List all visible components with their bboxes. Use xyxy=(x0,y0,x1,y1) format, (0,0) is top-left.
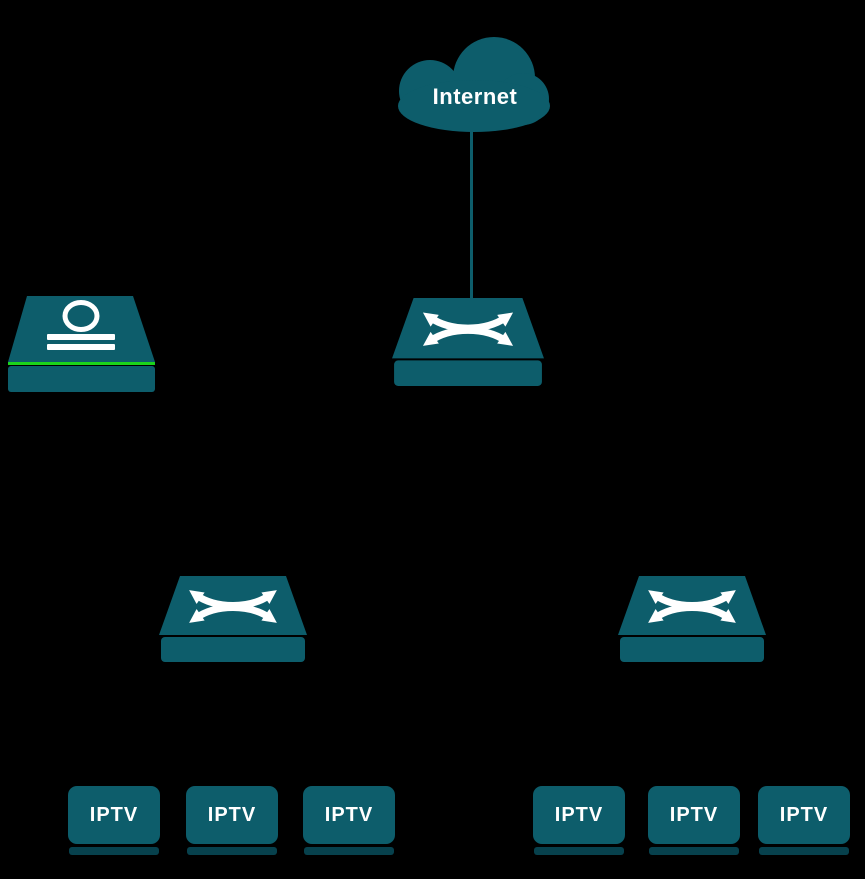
iptv-box: IPTV xyxy=(533,786,625,844)
server-status-line xyxy=(8,362,155,365)
iptv-label: IPTV xyxy=(554,803,604,826)
server-icon xyxy=(8,296,155,392)
iptv-stand xyxy=(759,847,849,855)
iptv-stand xyxy=(187,847,277,855)
iptv-box: IPTV xyxy=(758,786,850,844)
iptv-stand xyxy=(649,847,739,855)
access-switch-left-icon xyxy=(158,574,308,664)
iptv-box: IPTV xyxy=(303,786,395,844)
link-internet-core xyxy=(470,131,473,298)
iptv-label: IPTV xyxy=(779,803,829,826)
iptv-box: IPTV xyxy=(648,786,740,844)
access-switch-right-icon xyxy=(617,574,767,664)
iptv-label: IPTV xyxy=(207,803,257,826)
core-switch-icon xyxy=(391,296,545,388)
iptv-label: IPTV xyxy=(669,803,719,826)
iptv-stand xyxy=(304,847,394,855)
iptv-stand xyxy=(534,847,624,855)
iptv-stand xyxy=(69,847,159,855)
iptv-label: IPTV xyxy=(324,803,374,826)
iptv-label: IPTV xyxy=(89,803,139,826)
iptv-box: IPTV xyxy=(186,786,278,844)
iptv-box: IPTV xyxy=(68,786,160,844)
cloud-icon xyxy=(398,37,550,132)
internet-label: Internet xyxy=(432,84,518,109)
